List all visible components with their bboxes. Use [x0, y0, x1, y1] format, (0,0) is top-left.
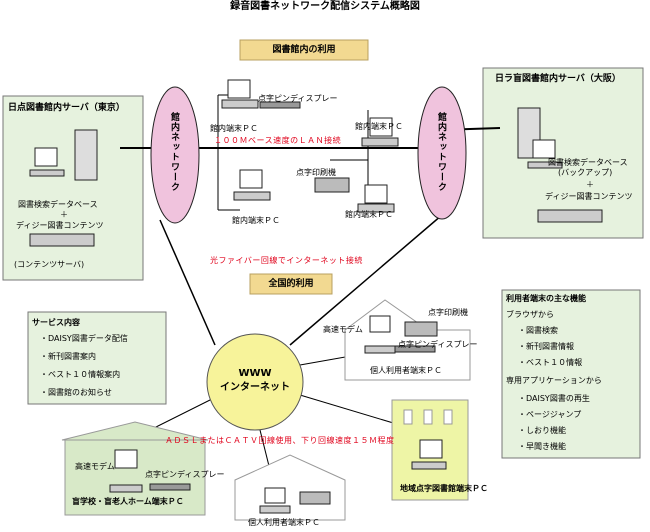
braille-display-icon: [259, 101, 301, 109]
internet-text: インターネット: [220, 382, 290, 393]
home-printer-label: 点字印刷機: [428, 308, 468, 317]
service-item: ・図書館のお知らせ: [40, 388, 112, 397]
diagram-title: 録音図書ネットワーク配信システム概略図: [230, 1, 420, 12]
osaka-plus: ＋: [586, 180, 594, 189]
tokyo-server-icon: [74, 129, 98, 181]
home-pc-label: 個人利用者端末ＰＣ: [370, 366, 442, 375]
internet-circle: [206, 333, 304, 431]
library-use-banner-bg: [239, 39, 369, 61]
library-use-banner: 図書館内の利用: [272, 45, 336, 55]
lan-printer-label: 点字印刷機: [296, 168, 336, 177]
lan-pc1-label: 館内端末ＰＣ: [210, 124, 258, 133]
functions-panel: [501, 289, 641, 459]
pc-icon: [109, 449, 143, 493]
tokyo-plus: ＋: [60, 210, 68, 219]
braille-display-icon: [149, 483, 191, 491]
pc-icon: [364, 315, 396, 354]
fiber-label: 光ファイバー回線でインターネット接続: [210, 256, 363, 265]
function-item: ・ベスト１０情報: [518, 358, 583, 367]
pc-icon: [259, 487, 291, 514]
school-braille-label: 点字ピンディスプレー: [145, 470, 225, 479]
function-item: ・ページジャンプ: [518, 410, 582, 419]
functions-header: 利用者端末の主な機能: [506, 294, 586, 303]
function-item: ・しおり機能: [518, 426, 566, 435]
service-item: ・DAISY図書データ配信: [40, 334, 128, 343]
printer-icon: [404, 321, 438, 337]
school-roof: [61, 421, 209, 441]
tokyo-daisy: ディジー図書コンテンツ: [16, 221, 104, 230]
right-network-label: 館内ネットワーク: [436, 112, 446, 192]
nationwide-use-banner: 全国的利用: [268, 279, 314, 289]
services-header: サービス内容: [32, 318, 80, 327]
functions-browser: ブラウザから: [506, 310, 554, 319]
service-item: ・新刊図書案内: [40, 352, 96, 361]
tokyo-server-label: (コンテンツサーバ): [14, 260, 85, 269]
tokyo-panel: [2, 95, 144, 281]
internet-label: WWW インターネット: [207, 367, 303, 395]
service-item: ・ベスト１０情報案内: [40, 370, 121, 379]
pc-icon: [221, 79, 259, 109]
nationwide-use-banner-bg: [249, 273, 333, 295]
bldg-window: [403, 409, 413, 425]
osaka-daisy: ディジー図書コンテンツ: [545, 192, 633, 201]
pc-icon: [411, 439, 447, 470]
osaka-backup: (バックアップ): [558, 168, 613, 177]
home2-pc-label: 個人利用者端末ＰＣ: [248, 518, 320, 527]
tokyo-header: 日点図書館内サーバ（東京）: [8, 103, 125, 113]
function-item: ・DAISY図書の再生: [518, 394, 590, 403]
pc-icon: [233, 169, 271, 201]
pc-icon: [527, 139, 563, 169]
function-item: ・早聞き機能: [518, 442, 566, 451]
fiber-line: [289, 214, 443, 346]
function-item: ・新刊図書情報: [518, 342, 574, 351]
osaka-header: 日ラ盲図書館内サーバ（大阪）: [495, 74, 621, 84]
pc-icon: [357, 184, 395, 213]
pc-icon: [361, 117, 399, 147]
adsl-line: [299, 394, 401, 426]
tokyo-server-disk: [29, 233, 95, 247]
fiber-line: [159, 219, 216, 346]
lan-pc3-label: 館内端末ＰＣ: [232, 216, 280, 225]
bldg-window: [443, 409, 453, 425]
services-panel: [27, 311, 167, 405]
right-network-ellipse: [417, 86, 467, 220]
school-label: 盲学校・盲老人ホーム端末ＰＣ: [72, 497, 184, 506]
adsl-label: ＡＤＳＬまたはＣＡＴＶ回線使用、下り回線速度１５Ｍ程度: [165, 436, 395, 445]
functions-app: 専用アプリケーションから: [506, 376, 602, 385]
osaka-db: 図書検索データベース: [548, 158, 628, 167]
home-braille-label: 点字ピンディスプレー: [398, 340, 478, 349]
left-network-label: 館内ネットワーク: [169, 112, 179, 192]
lan-pc4-label: 館内端末ＰＣ: [345, 210, 393, 219]
home-modem-label: 高速モデム: [323, 325, 363, 334]
braille-lib-label: 地域点字図書館端末ＰＣ: [400, 484, 488, 493]
bldg-window: [423, 409, 433, 425]
printer-icon: [314, 177, 350, 193]
lan-braille-display-label: 点字ピンディスプレー: [258, 94, 338, 103]
tokyo-db: 図書検索データベース: [18, 200, 98, 209]
school-modem-label: 高速モデム: [75, 462, 115, 471]
osaka-server-disk: [537, 209, 603, 223]
function-item: ・図書検索: [518, 326, 558, 335]
pc-icon: [29, 147, 65, 177]
lan-label: １００Ｍベース速度のＬＡＮ接続: [214, 136, 342, 145]
left-network-ellipse: [150, 86, 200, 224]
www-text: WWW: [238, 368, 272, 379]
braille-display-icon: [394, 345, 436, 353]
printer-icon: [299, 491, 331, 505]
lan-pc2-label: 館内端末ＰＣ: [355, 122, 403, 131]
